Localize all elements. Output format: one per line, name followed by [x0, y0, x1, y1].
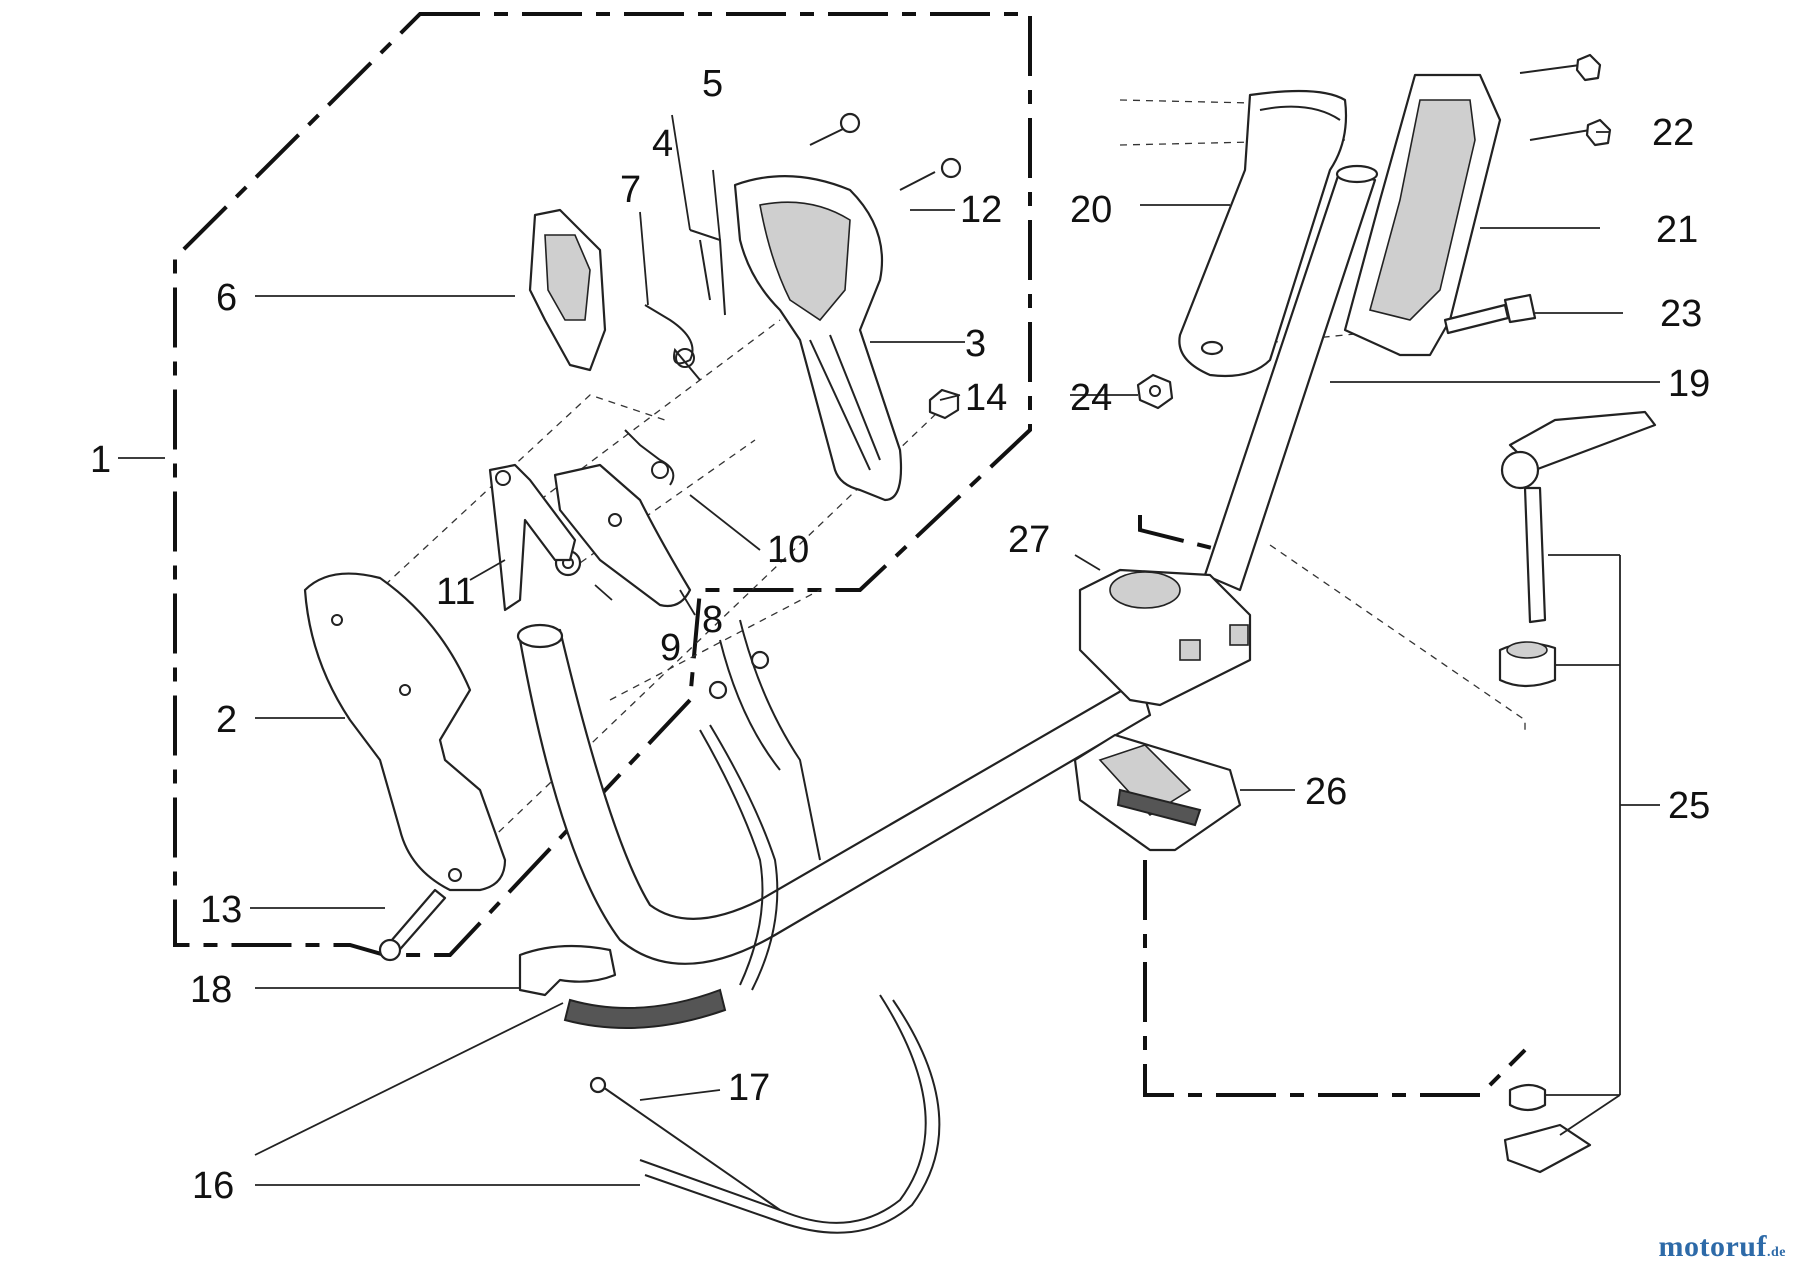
lock-lever: [488, 463, 577, 612]
label-24: 24: [1070, 377, 1112, 419]
handle-bar: [516, 623, 1152, 965]
label-6: 6: [216, 277, 237, 319]
brand-watermark: motoruf.de: [1659, 1230, 1786, 1264]
group-border-27: [1138, 515, 1527, 1097]
label-26: 26: [1305, 771, 1347, 813]
label-25: 25: [1668, 785, 1710, 827]
group-border-1: [173, 12, 1032, 957]
label-20: 20: [1070, 189, 1112, 231]
label-10: 10: [767, 529, 809, 571]
label-16: 16: [192, 1165, 234, 1207]
clamp-ring-18: [518, 944, 617, 997]
nut-14: [928, 388, 960, 420]
screw-13: [378, 888, 447, 962]
bolt-23: [1443, 293, 1537, 335]
label-13: 13: [200, 889, 242, 931]
label-5: 5: [702, 63, 723, 105]
clamp-bottom-26: [1073, 733, 1242, 852]
label-9: 9: [660, 627, 681, 669]
label-22: 22: [1652, 112, 1694, 154]
label-18: 18: [190, 969, 232, 1011]
label-17: 17: [728, 1067, 770, 1109]
quick-release-25: [1498, 410, 1657, 1174]
clamp-top-27: [1078, 568, 1252, 707]
label-12: 12: [960, 189, 1002, 231]
brand-name: motoruf: [1658, 1230, 1767, 1263]
label-2: 2: [216, 699, 237, 741]
upright-tube-19: [1203, 164, 1379, 592]
label-4: 4: [652, 123, 673, 165]
label-7: 7: [620, 169, 641, 211]
label-11: 11: [436, 571, 475, 613]
throttle-trigger: [553, 463, 692, 608]
label-21: 21: [1656, 209, 1698, 251]
grip-20: [1178, 89, 1348, 378]
label-8: 8: [702, 599, 723, 641]
label-1: 1: [90, 439, 111, 481]
label-27: 27: [1008, 519, 1050, 561]
label-19: 19: [1668, 363, 1710, 405]
brand-tld: .de: [1767, 1245, 1786, 1260]
part-labels: 1 2 3 4 5 6 7 8 9 10 11 12 13 14 16 17 1…: [90, 63, 1710, 1207]
handle-housing-left: [303, 572, 507, 892]
springs: [624, 229, 726, 486]
switch: [528, 208, 607, 372]
leader-lines: [118, 114, 1660, 1186]
handle-housing-right: [733, 175, 903, 502]
grip-housing-21: [1343, 73, 1502, 357]
label-14: 14: [965, 377, 1007, 419]
screws-12: [809, 112, 962, 191]
nut-24: [1136, 373, 1174, 410]
cables: [563, 619, 941, 1234]
label-3: 3: [965, 323, 986, 365]
screws-22: [1519, 53, 1612, 147]
label-23: 23: [1660, 293, 1702, 335]
